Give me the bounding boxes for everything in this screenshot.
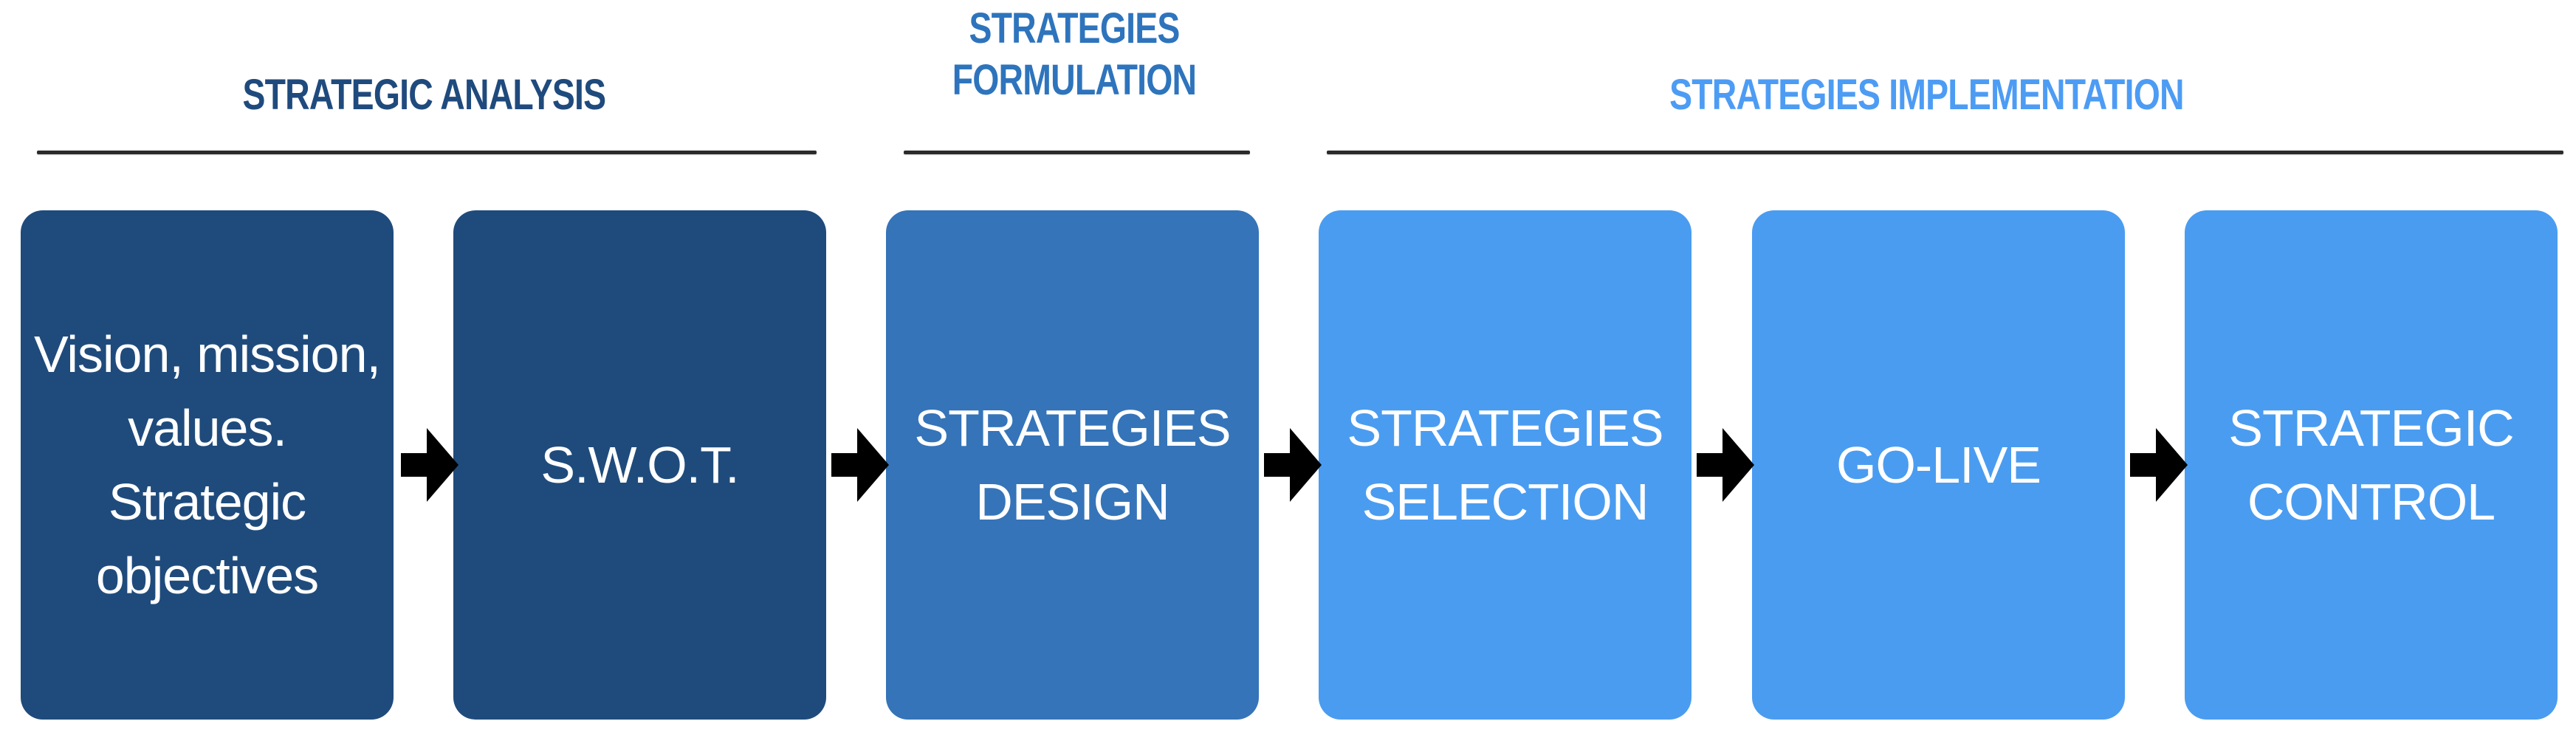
step-box-vision-mission-values: Vision, mission, values. Strategic objec…: [21, 210, 394, 720]
section-rule-strategies-formulation: [904, 151, 1250, 154]
right-arrow-icon: [1697, 428, 1754, 502]
step-label: STRATEGIES SELECTION: [1347, 399, 1663, 531]
section-rule-strategic-analysis: [37, 151, 817, 154]
section-rule-strategies-implementation: [1327, 151, 2563, 154]
step-box-swot: S.W.O.T.: [453, 210, 826, 720]
step-label: S.W.O.T.: [540, 436, 739, 494]
step-label: STRATEGIC CONTROL: [2228, 399, 2514, 531]
step-box-strategies-selection: STRATEGIES SELECTION: [1319, 210, 1691, 720]
right-arrow-icon: [831, 428, 889, 502]
right-arrow-icon: [401, 428, 458, 502]
step-label: GO-LIVE: [1836, 436, 2041, 494]
step-box-strategic-control: STRATEGIC CONTROL: [2185, 210, 2558, 720]
section-title-strategies-formulation: STRATEGIES FORMULATION: [853, 3, 1296, 106]
right-arrow-icon: [2130, 428, 2188, 502]
step-label: Vision, mission, values. Strategic objec…: [33, 325, 381, 604]
right-arrow-icon: [1264, 428, 1322, 502]
step-box-go-live: GO-LIVE: [1752, 210, 2125, 720]
section-title-strategic-analysis: STRATEGIC ANALYSIS: [0, 69, 848, 121]
step-label: STRATEGIES DESIGN: [914, 399, 1231, 531]
section-title-label: STRATEGIES IMPLEMENTATION: [1669, 71, 2184, 119]
step-box-strategies-design: STRATEGIES DESIGN: [886, 210, 1259, 720]
section-title-strategies-implementation: STRATEGIES IMPLEMENTATION: [1483, 69, 2369, 121]
section-title-label: STRATEGIES FORMULATION: [952, 4, 1197, 104]
section-title-label: STRATEGIC ANALYSIS: [242, 71, 606, 119]
